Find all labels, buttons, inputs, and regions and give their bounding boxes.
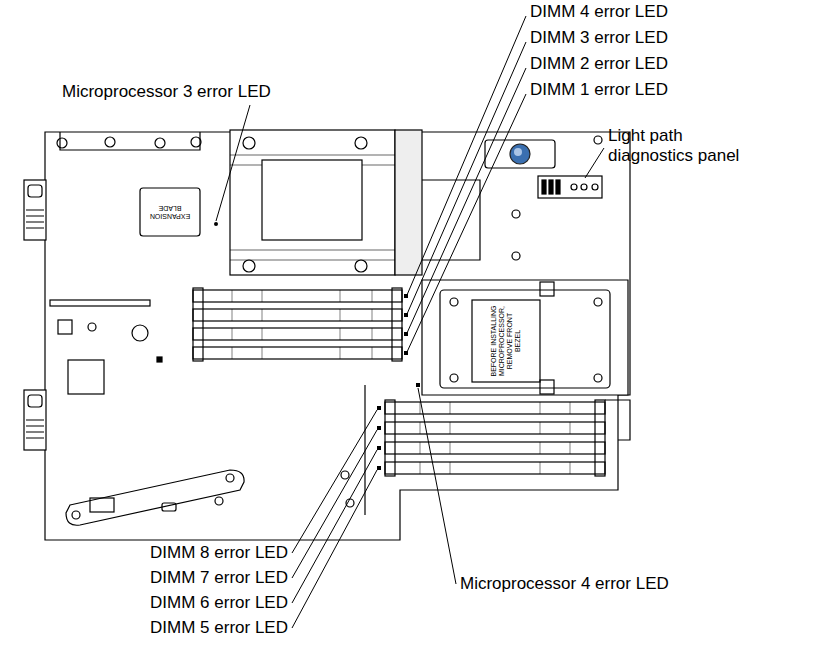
callout-label: DIMM 1 error LED [530, 80, 668, 100]
board-print: BEFORE INSTALLING MICROPROCESSOR, REMOVE… [490, 304, 522, 378]
callout-label: Microprocessor 4 error LED [460, 574, 669, 594]
callout-label: DIMM 4 error LED [530, 2, 668, 22]
callout-label: DIMM 8 error LED [150, 543, 288, 563]
callout-label: Light path diagnostics panel [608, 126, 758, 166]
callout-label: DIMM 5 error LED [150, 618, 288, 638]
callout-label: Microprocessor 3 error LED [62, 82, 271, 102]
callout-label: DIMM 6 error LED [150, 593, 288, 613]
callout-label: DIMM 3 error LED [530, 28, 668, 48]
board-print: EXPANSION BLADE [144, 204, 196, 220]
callout-label: DIMM 7 error LED [150, 568, 288, 588]
callout-label: DIMM 2 error LED [530, 54, 668, 74]
